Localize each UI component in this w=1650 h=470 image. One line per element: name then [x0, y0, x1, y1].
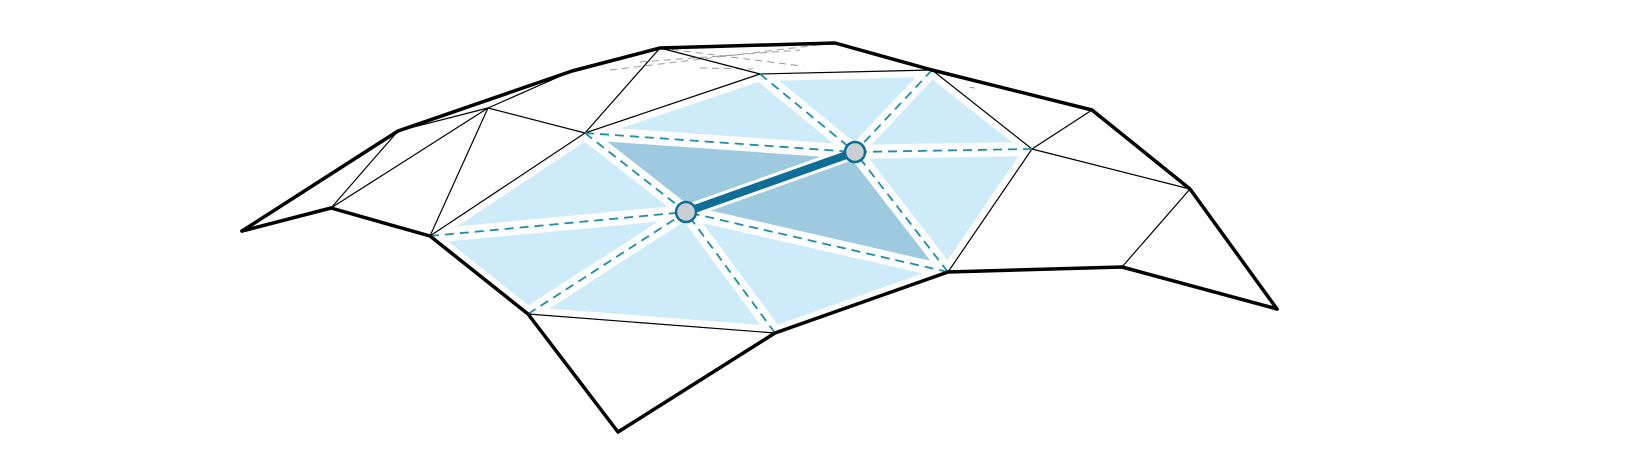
vertex-a	[674, 200, 698, 224]
vertex-b	[843, 140, 867, 164]
collapsed-edge	[682, 148, 859, 216]
highlighted-triangles	[423, 63, 1039, 340]
mesh-boundary	[240, 41, 1279, 434]
dashed-link-edges	[429, 69, 1033, 334]
